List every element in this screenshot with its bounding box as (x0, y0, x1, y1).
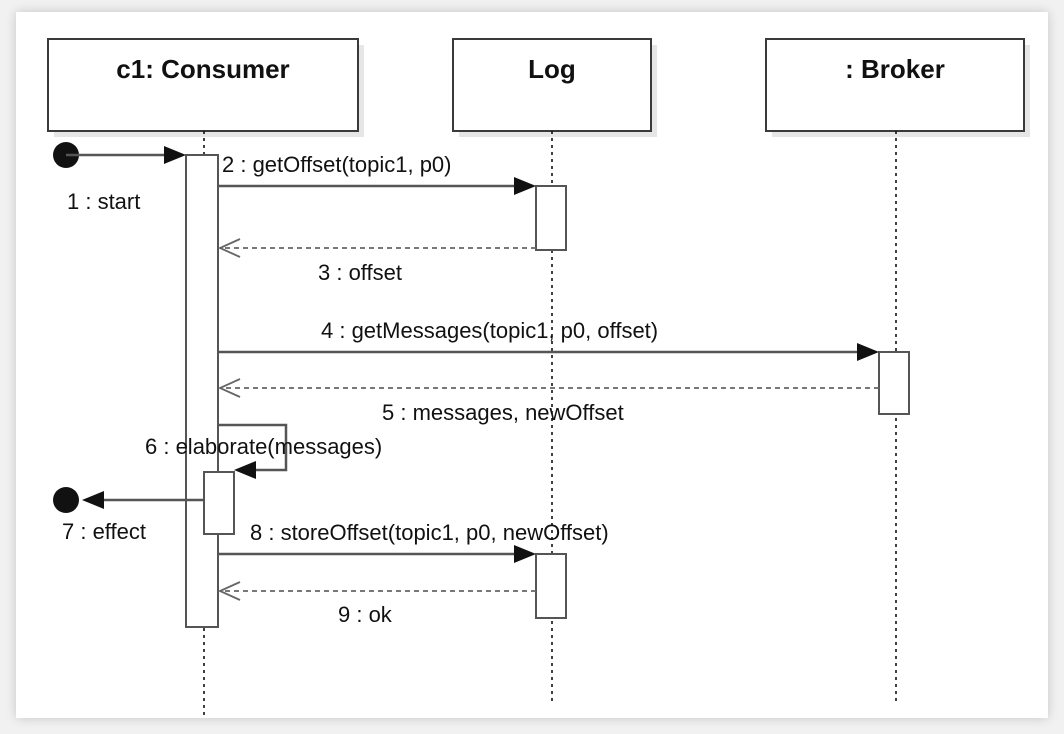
message-ok-return: 9 : ok (217, 581, 536, 627)
message-offset-return: 3 : offset (217, 238, 536, 285)
participant-box (452, 38, 652, 132)
message-label: 2 : getOffset(topic1, p0) (222, 152, 452, 177)
arrowhead-filled (164, 146, 186, 164)
activation-broker (878, 351, 910, 415)
message-getmessages: 4 : getMessages(topic1, p0, offset) (218, 318, 879, 361)
message-label: 8 : storeOffset(topic1, p0, newOffset) (250, 520, 609, 545)
participant-label: c1: Consumer (116, 54, 289, 84)
participant-box (47, 38, 359, 132)
message-messages-return: 5 : messages, newOffset (217, 378, 879, 425)
message-label: 4 : getMessages(topic1, p0, offset) (321, 318, 658, 343)
message-elaborate: 6 : elaborate(messages) (145, 423, 382, 479)
message-label: 6 : elaborate(messages) (145, 434, 382, 459)
message-label: 7 : effect (62, 519, 146, 544)
message-storeoffset: 8 : storeOffset(topic1, p0, newOffset) (218, 520, 609, 563)
lost-message-dot (53, 487, 79, 513)
participant-label: Log (528, 54, 576, 84)
arrowhead-filled (857, 343, 879, 361)
arrowhead-filled (234, 461, 256, 479)
participant-broker: : Broker (765, 38, 1030, 137)
arrowhead-filled (514, 545, 536, 563)
activation-log-1 (535, 185, 567, 251)
arrowhead-filled (514, 177, 536, 195)
activation-consumer-main (185, 154, 219, 628)
arrowhead-filled (82, 491, 104, 509)
message-label: 5 : messages, newOffset (382, 400, 624, 425)
participant-box (765, 38, 1025, 132)
arrowhead-open (217, 378, 241, 398)
message-label: 9 : ok (338, 602, 393, 627)
message-getoffset: 2 : getOffset(topic1, p0) (218, 152, 536, 195)
arrowhead-open (217, 238, 241, 258)
participant-label: : Broker (845, 54, 945, 84)
arrowhead-open (217, 581, 241, 601)
message-effect: 7 : effect (53, 487, 204, 544)
message-label: 3 : offset (318, 260, 402, 285)
participant-log: Log (452, 38, 657, 137)
message-label: 1 : start (67, 189, 140, 214)
message-line (218, 423, 288, 472)
activation-log-2 (535, 553, 567, 619)
participant-consumer: c1: Consumer (47, 38, 364, 137)
message-start: 1 : start (53, 142, 186, 214)
activation-consumer-self (203, 471, 235, 535)
